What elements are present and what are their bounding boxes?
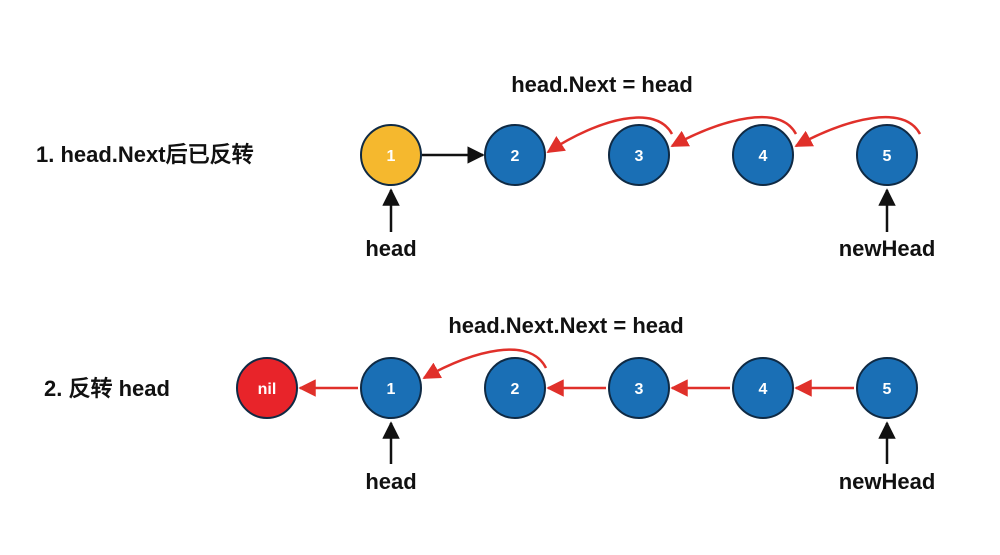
step2-node-nil: nil [236, 357, 298, 419]
step1-node-3: 3 [608, 124, 670, 186]
step1-node-4: 4 [732, 124, 794, 186]
node-label: nil [258, 381, 277, 398]
node-label: 2 [511, 381, 520, 398]
step2-node-3: 3 [608, 357, 670, 419]
node-label: 5 [883, 148, 892, 165]
node-label: 4 [759, 381, 768, 398]
arrow-3-to-2 [546, 116, 674, 154]
node-label: 1 [387, 381, 396, 398]
step1-node-1: 1 [360, 124, 422, 186]
step1-node-5: 5 [856, 124, 918, 186]
step1-operation: head.Next = head [511, 72, 693, 97]
arrow-4-to-3 [670, 115, 798, 148]
step2-newhead-label: newHead [839, 469, 936, 494]
arrow-2-to-1 [422, 348, 548, 380]
node-label: 5 [883, 381, 892, 398]
node-label: 3 [635, 148, 644, 165]
node-label: 3 [635, 381, 644, 398]
step2-node-5: 5 [856, 357, 918, 419]
step1-group: 1. head.Next后已反转 head.Next = head 1 2 3 … [36, 72, 935, 261]
step2-operation: head.Next.Next = head [448, 313, 683, 338]
node-label: 4 [759, 148, 768, 165]
step2-node-4: 4 [732, 357, 794, 419]
step1-newhead-label: newHead [839, 236, 936, 261]
step2-group: 2. 反转 head head.Next.Next = head nil 1 2… [44, 313, 935, 494]
arrow-5-to-4 [794, 115, 922, 148]
step2-head-label: head [365, 469, 416, 494]
step1-head-label: head [365, 236, 416, 261]
step1-title: 1. head.Next后已反转 [36, 142, 254, 167]
step2-node-1: 1 [360, 357, 422, 419]
node-label: 2 [511, 148, 520, 165]
step2-title: 2. 反转 head [44, 376, 170, 401]
node-label: 1 [387, 148, 396, 165]
step2-node-2: 2 [484, 357, 546, 419]
step1-node-2: 2 [484, 124, 546, 186]
